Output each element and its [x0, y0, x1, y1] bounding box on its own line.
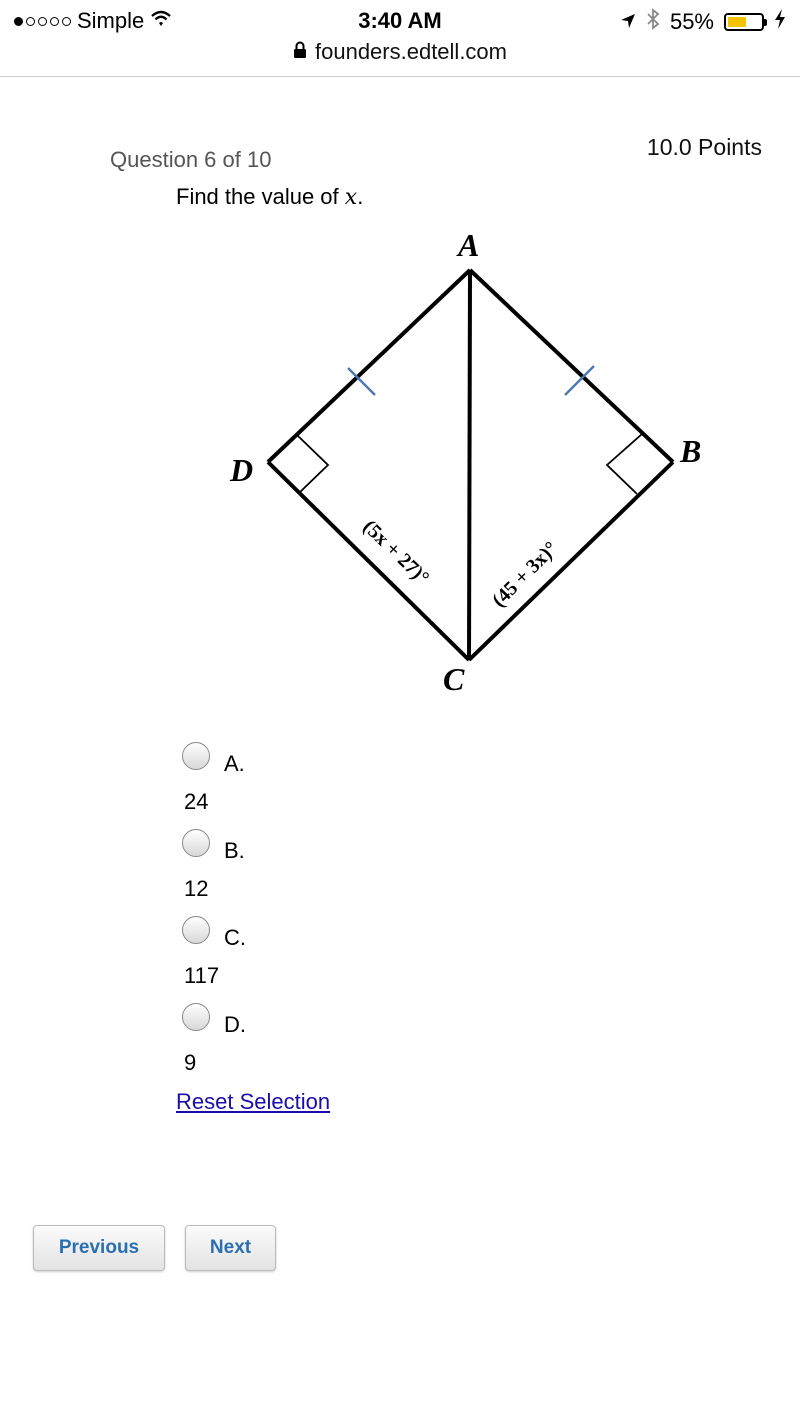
question-counter: Question 6 of 10: [110, 147, 272, 172]
geometry-figure: A B C D (5x + 27)° (45 + 3x)°: [225, 225, 715, 705]
next-button[interactable]: Next: [185, 1225, 276, 1271]
choice-value: 9: [184, 1050, 197, 1075]
choice-letter: D.: [224, 1012, 246, 1037]
battery-percent: 55%: [669, 9, 714, 34]
prompt-end: .: [357, 184, 364, 209]
choice-letter: C.: [224, 925, 246, 950]
tick-mark-ab: [564, 365, 595, 396]
vertex-label-c: C: [443, 661, 465, 697]
radio-button[interactable]: [182, 916, 210, 944]
tick-mark-ad: [347, 367, 376, 396]
toolbar-divider: [0, 76, 800, 77]
lock-icon: [293, 39, 307, 65]
radio-button[interactable]: [182, 1003, 210, 1031]
right-angle-d: [296, 434, 330, 494]
side-dc: [266, 460, 471, 662]
radio-button[interactable]: [182, 829, 210, 857]
wifi-icon: [150, 8, 172, 34]
question-prompt: Find the value of x.: [176, 184, 363, 210]
choice-a[interactable]: A. 24: [182, 742, 582, 829]
vertex-label-a: A: [456, 227, 479, 263]
kite-diagram: A B C D (5x + 27)° (45 + 3x)°: [229, 227, 701, 697]
clock: 3:40 AM: [358, 8, 442, 33]
status-bar: Simple 3:40 AM 55%: [0, 0, 800, 40]
answer-choices: A. 24 B. 12 C. 117 D. 9: [182, 742, 582, 1090]
signal-strength-icon: [14, 16, 71, 26]
choice-value: 12: [184, 876, 209, 901]
choice-c[interactable]: C. 117: [182, 916, 582, 1003]
carrier-name: Simple: [77, 8, 145, 33]
question-points: 10.0 Points: [646, 134, 762, 160]
radio-button[interactable]: [182, 742, 210, 770]
angle-label-right: (45 + 3x)°: [488, 537, 562, 611]
choice-letter: B.: [224, 838, 245, 863]
vertex-label-b: B: [679, 433, 701, 469]
carrier-area: Simple: [14, 8, 172, 34]
diagonal-ac: [467, 269, 472, 661]
side-ad: [266, 268, 472, 464]
url-domain: founders.edtell.com: [315, 39, 507, 64]
choice-letter: A.: [224, 751, 245, 776]
prompt-variable: x: [344, 185, 358, 210]
charging-bolt-icon: [774, 9, 786, 35]
angle-label-left: (5x + 27)°: [359, 516, 434, 589]
choice-value: 117: [184, 963, 220, 988]
location-arrow-icon: [620, 9, 636, 35]
choice-d[interactable]: D. 9: [182, 1003, 582, 1090]
choice-b[interactable]: B. 12: [182, 829, 582, 916]
vertex-label-d: D: [229, 452, 253, 488]
choice-value: 24: [184, 789, 209, 814]
right-angle-b: [605, 433, 643, 495]
prompt-text: Find the value of: [176, 184, 345, 209]
url-bar[interactable]: founders.edtell.com: [0, 36, 800, 76]
battery-icon: [724, 13, 767, 31]
system-indicators: 55%: [620, 8, 786, 36]
side-bc: [467, 460, 675, 662]
side-ab: [468, 268, 675, 464]
reset-selection-link[interactable]: Reset Selection: [176, 1089, 331, 1114]
previous-button[interactable]: Previous: [33, 1225, 165, 1271]
bluetooth-icon: [646, 8, 660, 36]
